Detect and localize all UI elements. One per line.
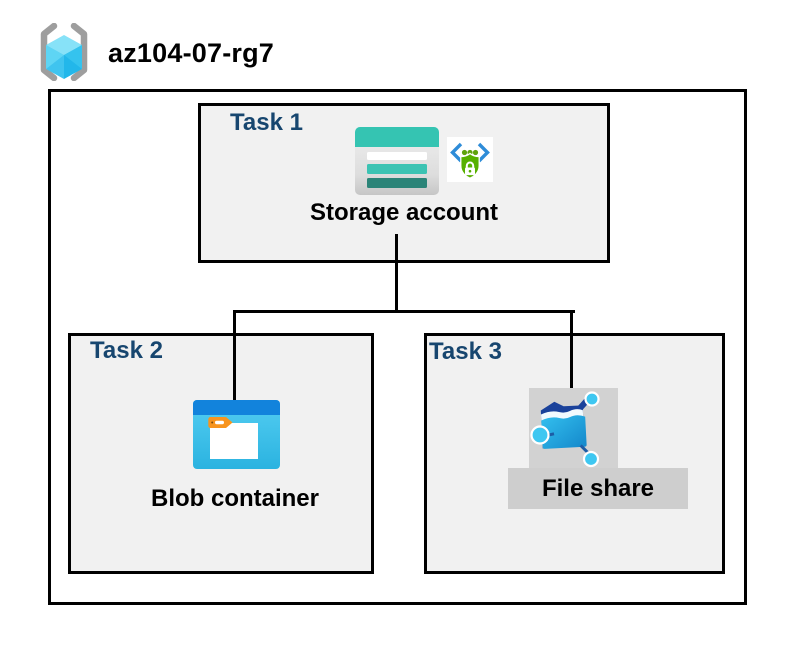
folder-glyph [210, 423, 258, 459]
connector-to-blob [233, 310, 236, 401]
connector-horizontal [233, 310, 575, 313]
task3-label: Task 3 [429, 338, 502, 365]
bracket-right [70, 23, 88, 81]
sas-security-icon [447, 137, 493, 182]
bracket-left [40, 23, 58, 81]
code-bracket-right [477, 142, 490, 163]
resource-group-name: az104-07-rg7 [108, 38, 274, 68]
file-share-icon [530, 391, 600, 468]
lock-shield-glyph [460, 152, 480, 179]
blob-container-icon [193, 400, 280, 469]
cube-glyph [46, 35, 82, 79]
folder-glyph [540, 395, 593, 457]
task2-label: Task 2 [90, 337, 163, 364]
azure-resource-group-icon [40, 23, 88, 81]
connector-storage-drop [395, 234, 398, 313]
blob-container-label: Blob container [150, 485, 319, 512]
connector-to-fileshare [570, 310, 573, 390]
storage-account-label: Storage account [309, 199, 499, 226]
share-nodes [530, 391, 600, 468]
task2-box [68, 333, 374, 574]
task1-label: Task 1 [230, 109, 303, 136]
file-share-label: File share [541, 474, 655, 502]
code-bracket-left [450, 142, 463, 163]
storage-account-icon [355, 127, 439, 195]
file-share-label-backdrop: File share [508, 468, 688, 509]
